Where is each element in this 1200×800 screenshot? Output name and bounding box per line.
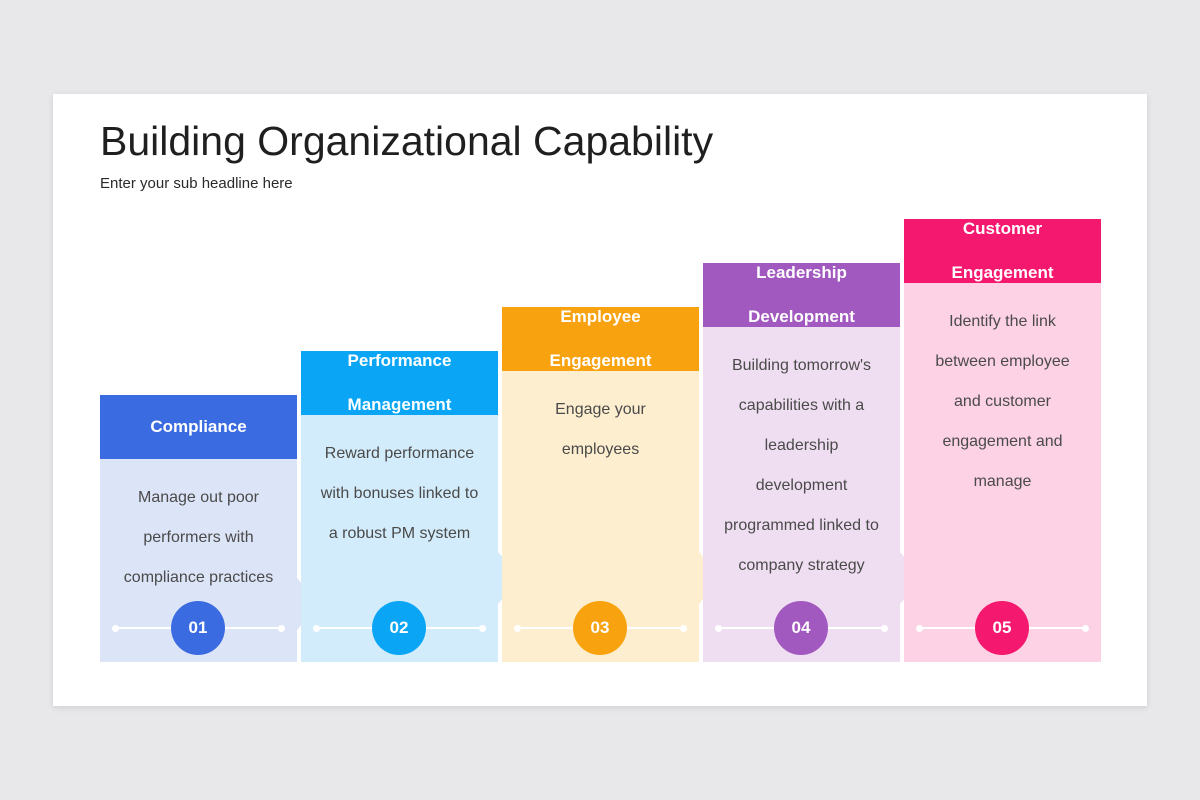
step-description-line: performers with [143,529,254,546]
step-description-line: Manage out poor [138,489,259,506]
step-description: Manage out poor performers with compliance… [108,478,289,598]
step-description: Building tomorrow's capabilities with a le… [711,346,892,586]
step-title: Leadership [756,263,847,282]
step-title: Customer [962,219,1043,238]
step-description-line: employees [561,441,640,458]
step-body [904,283,1101,662]
step-description-line: programmed linked to [724,517,879,534]
step-description: Reward performance with bonuses linked to… [309,434,490,554]
step-header: Compliance [100,395,297,459]
step-number-badge: 02 [372,601,426,655]
step-title: Compliance [150,417,247,436]
step-description-line: between employee [935,353,1070,370]
timeline-dot [479,624,486,632]
timeline-dot [278,624,285,632]
timeline-dot [1082,624,1089,632]
slide-title: Building Organizational Capability [100,118,714,164]
step-number-badge: 05 [975,601,1029,655]
timeline-dot [313,624,320,632]
step-description-line: manage [973,473,1032,490]
step-description-line: a robust PM system [328,525,471,542]
step-title: Performance [347,351,452,370]
step-description-line: company strategy [738,557,865,574]
timeline-dot [514,624,521,632]
step-description-line: with bonuses linked to [320,485,479,502]
timeline-dot [112,624,119,632]
step-description: Engage your employees [510,390,691,470]
step-title-line2: Engagement [951,263,1054,282]
step-number-badge: 03 [573,601,627,655]
step-title-line2: Management [347,395,452,414]
step-description-line: and customer [954,393,1051,410]
timeline-dot [680,624,687,632]
step-description-line: Identify the link [949,313,1056,330]
step-description-line: development [755,477,848,494]
step-description-line: capabilities with a [738,397,865,414]
step-description-line: compliance practices [123,569,274,586]
step-number-badge: 04 [774,601,828,655]
slide-subtitle: Enter your sub headline here [100,175,293,192]
step-description-line: leadership [764,437,839,454]
step-description: Identify the link between employee and cus… [912,302,1093,502]
step-title: Employee [560,307,641,326]
step-title-line2: Engagement [549,351,652,370]
timeline-dot [715,624,722,632]
step-description-line: Building tomorrow's [731,357,872,374]
timeline-dot [881,624,888,632]
step-description-line: Engage your [555,401,646,418]
step-number-badge: 01 [171,601,225,655]
step-description-line: engagement and [942,433,1063,450]
step-description-line: Reward performance [324,445,475,462]
timeline-dot [916,624,923,632]
step-title-line2: Development [748,307,855,326]
